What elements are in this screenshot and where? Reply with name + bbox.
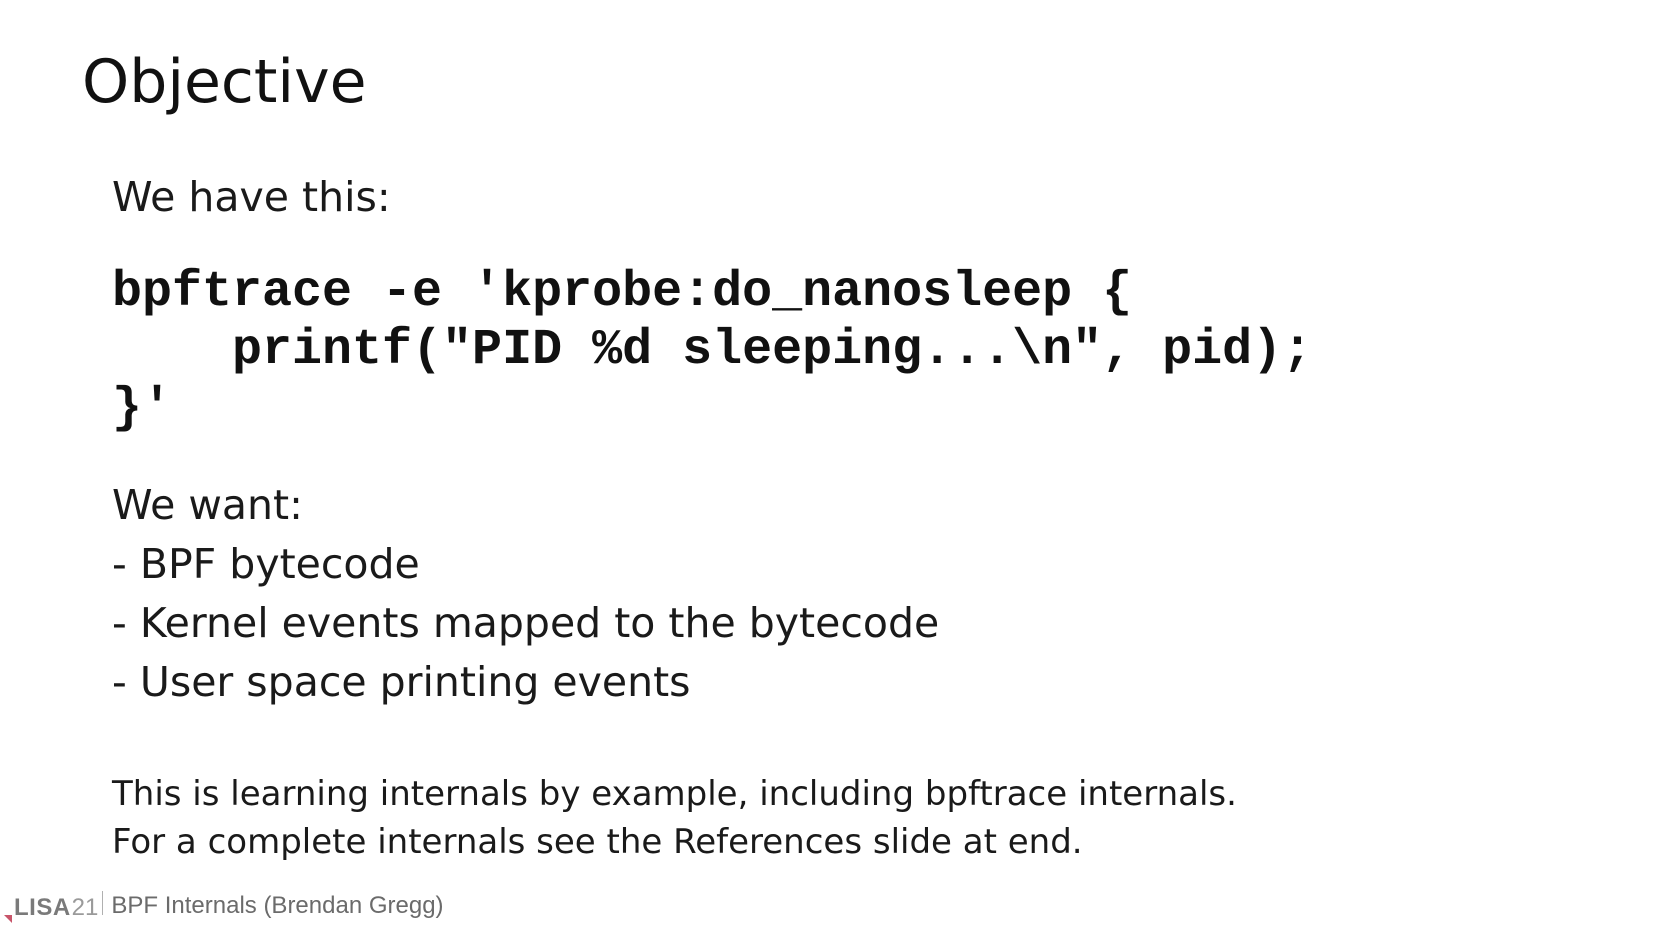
code-line: bpftrace -e 'kprobe:do_nanosleep {: [112, 264, 1133, 321]
logo-divider: [102, 890, 104, 915]
corner-accent-icon: [4, 915, 12, 923]
lisa-logo: LISA 21: [14, 890, 104, 922]
want-list: - BPF bytecode - Kernel events mapped to…: [112, 535, 939, 712]
want-list-item: - BPF bytecode: [112, 540, 420, 588]
note-line: This is learning internals by example, i…: [112, 774, 1237, 814]
want-heading: We want:: [112, 481, 303, 529]
code-line: }': [112, 380, 173, 437]
note-section: This is learning internals by example, i…: [112, 770, 1237, 866]
note-line: For a complete internals see the Referen…: [112, 822, 1083, 862]
lisa-logo-year: 21: [71, 893, 99, 921]
slide-title: Objective: [82, 47, 367, 117]
code-line: printf("PID %d sleeping...\n", pid);: [112, 322, 1313, 379]
want-list-item: - User space printing events: [112, 658, 691, 706]
footer-text: BPF Internals (Brendan Gregg): [111, 892, 444, 919]
footer: LISA 21 BPF Internals (Brendan Gregg): [14, 890, 444, 922]
want-section: We want: - BPF bytecode - Kernel events …: [112, 476, 939, 712]
want-list-item: - Kernel events mapped to the bytecode: [112, 599, 940, 647]
code-block: bpftrace -e 'kprobe:do_nanosleep { print…: [112, 264, 1312, 438]
intro-text: We have this:: [112, 173, 391, 221]
lisa-logo-main: LISA: [14, 893, 71, 921]
